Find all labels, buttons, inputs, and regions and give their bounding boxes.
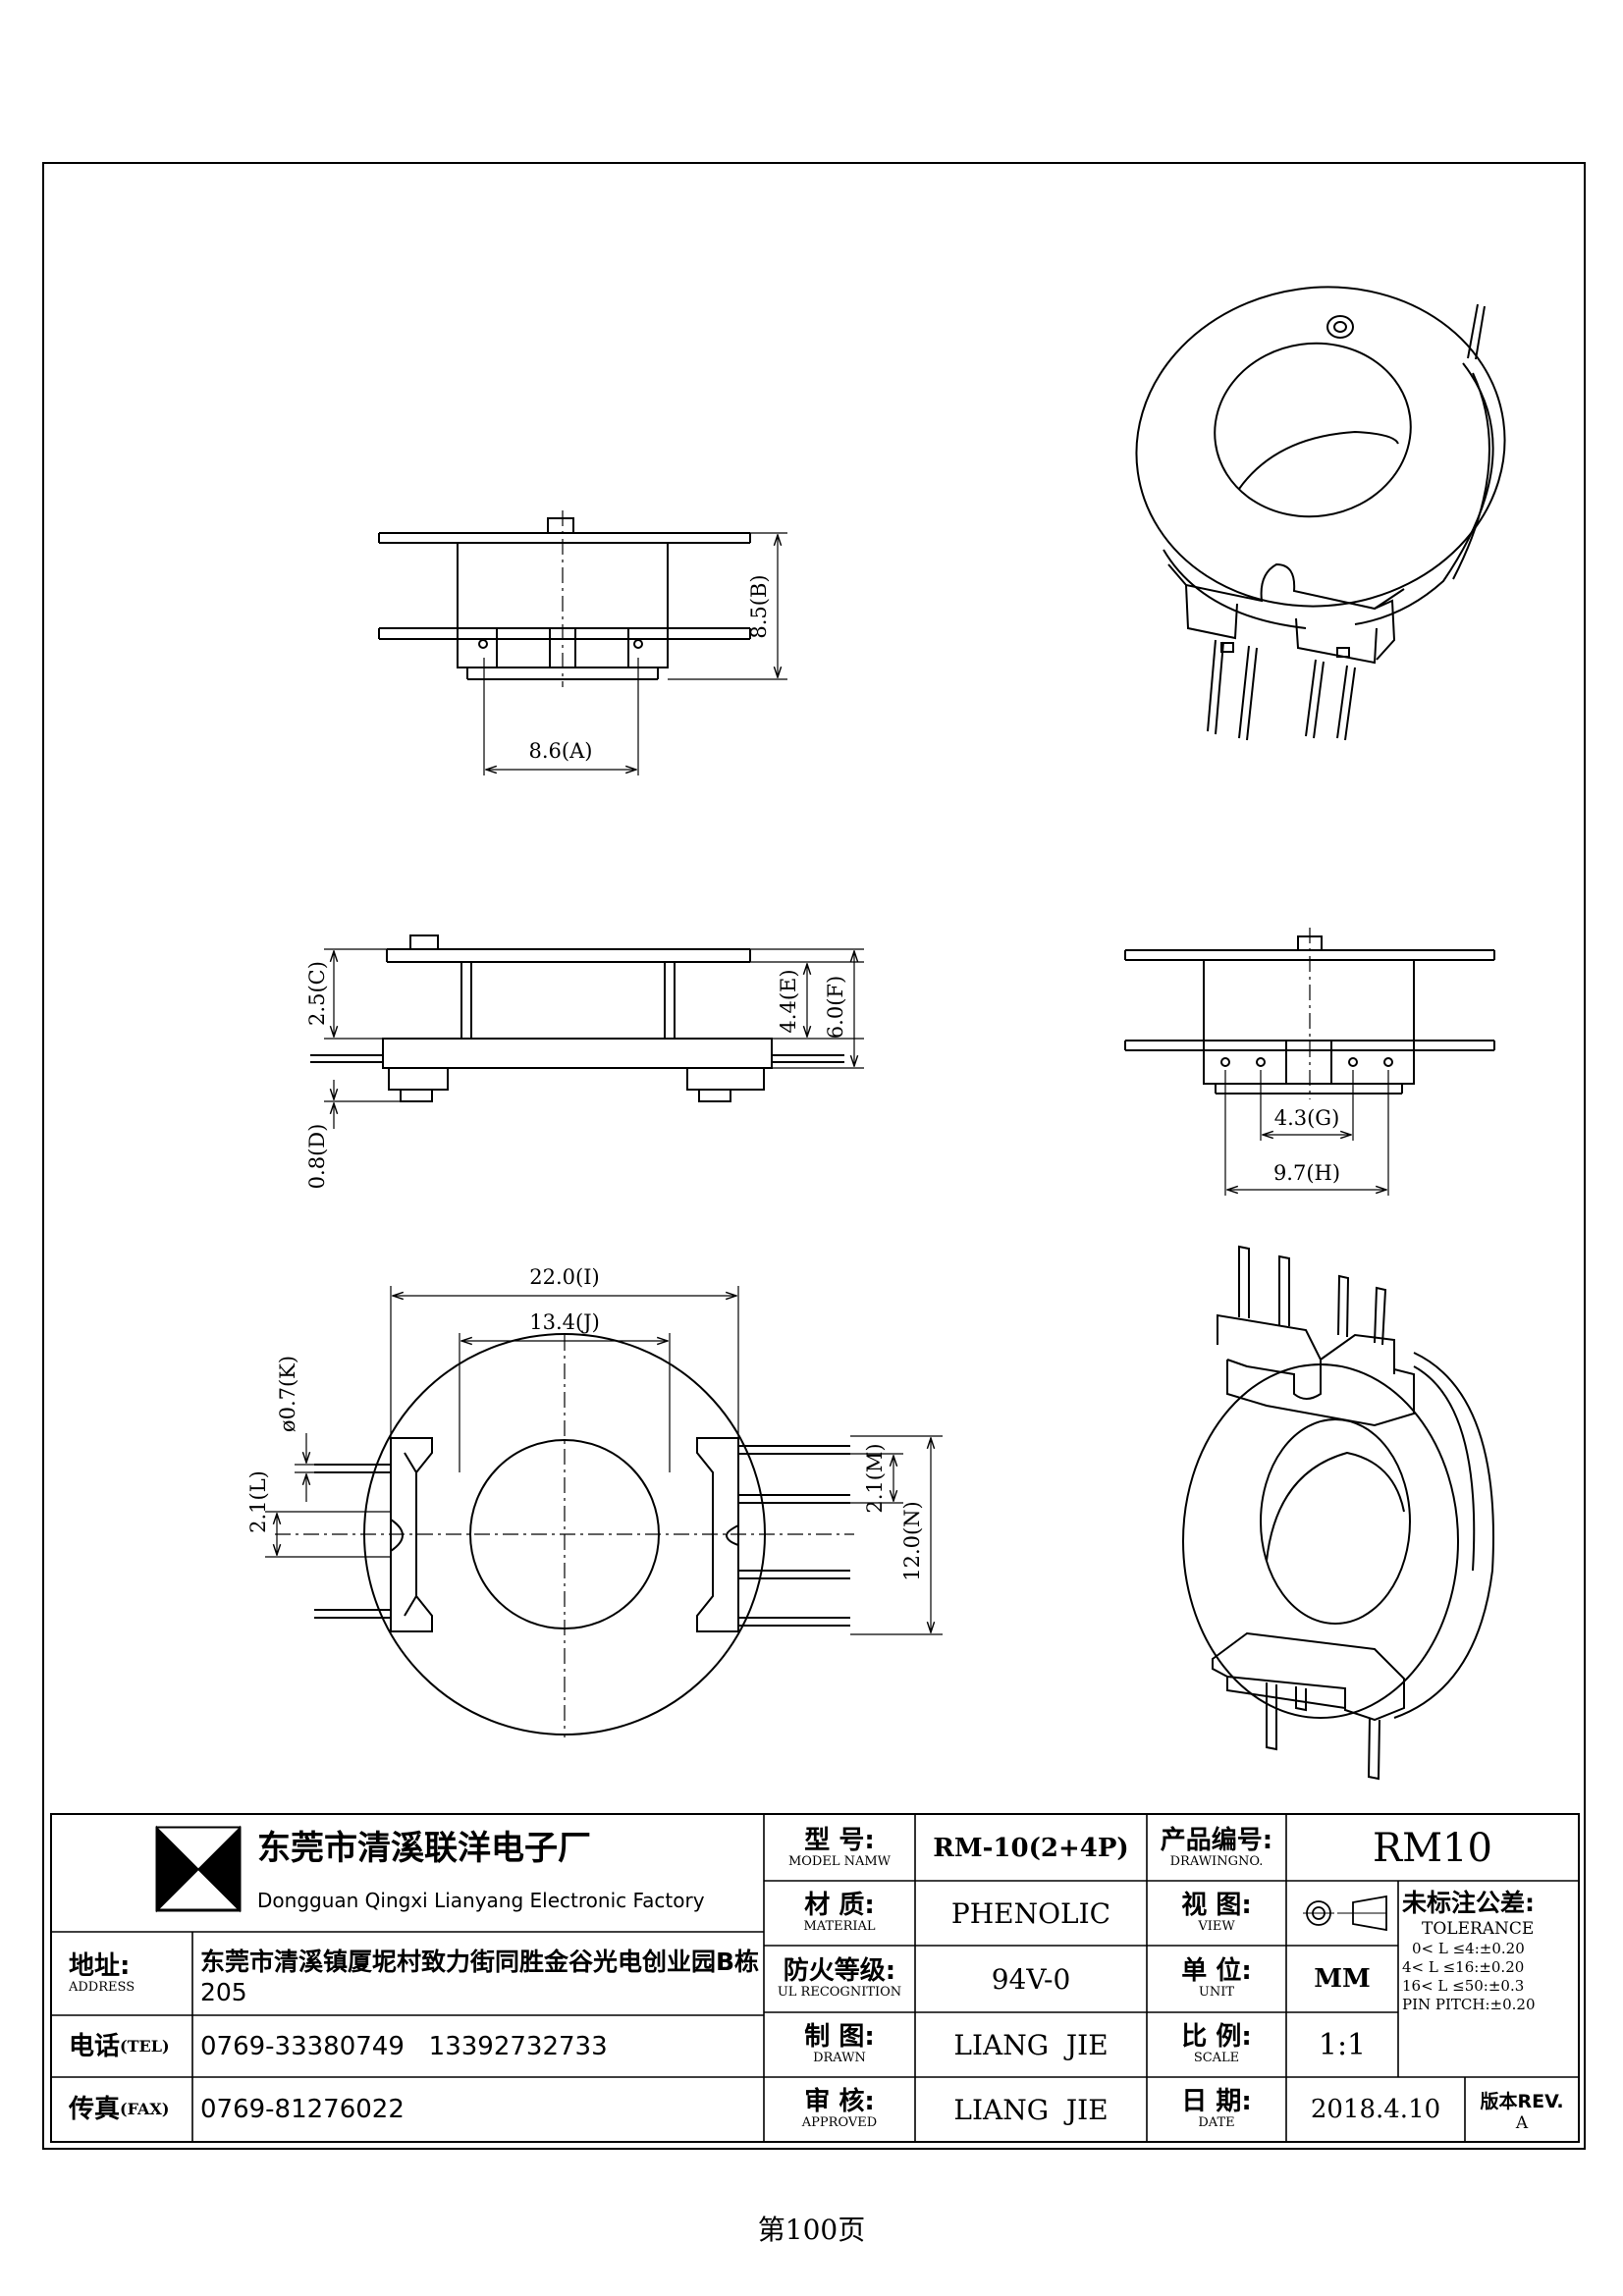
fax-label: 传真 (FAX) [69,2095,170,2124]
approved-value: LIANG JIE [953,2093,1109,2126]
revision: 版本REV. A [1480,2090,1564,2133]
scale-value: 1:1 [1318,2027,1367,2062]
dim-f-label: 6.0(F) [824,976,847,1039]
dim-c-label: 2.5(C) [305,961,329,1026]
model-label: 型 号: MODEL NAMW [787,1826,892,1869]
dim-i-label: 22.0(I) [529,1265,599,1289]
tolerance-block: 未标注公差: TOLERANCE 0< L ≤4:±0.20 4< L ≤16:… [1402,1889,1536,2013]
dim-l-label: 2.1(L) [246,1470,270,1533]
isometric-view-top [1135,286,1506,741]
dim-h-label: 9.7(H) [1273,1161,1340,1185]
dim-n-label: 12.0(N) [900,1501,924,1581]
address-value: 东莞市清溪镇厦坭村致力街同胜金谷光电创业园B栋 205 [200,1947,760,2006]
fax-value: 0769-81276022 [200,2095,405,2124]
company-name-cn: 东莞市清溪联洋电子厂 [257,1828,591,1868]
view-label: 视 图: VIEW [1181,1891,1252,1934]
drawn-label: 制 图: DRAWN [804,2022,875,2065]
ul-label: 防火等级: UL RECOGNITION [777,1956,902,2000]
company-logo-icon [155,1825,242,1913]
outer-border [42,162,1586,2150]
date-value: 2018.4.10 [1310,2095,1441,2124]
dim-m-label: 2.1(M) [863,1443,887,1513]
drawn-value: LIANG JIE [953,2028,1109,2061]
material-value: PHENOLIC [950,1896,1111,1930]
date-label: 日 期: DATE [1181,2087,1252,2130]
dim-a-label: 8.6(A) [529,739,593,763]
titleblock-border [50,1813,1580,2143]
dim-e-label: 4.4(E) [777,969,800,1033]
end-view [1124,928,1495,1196]
tel-value: 0769-33380749 13392732733 [200,2032,608,2061]
unit-label: 单 位: UNIT [1181,1956,1252,2000]
isometric-view-bottom [1182,1245,1494,1781]
ul-value: 94V-0 [991,1962,1071,1996]
projection-symbol-icon [1303,1895,1387,1932]
titleblock-grid [51,1814,1579,2142]
front-view [378,510,787,775]
dim-d-label: 0.8(D) [305,1124,329,1190]
company-name-en: Dongguan Qingxi Lianyang Electronic Fact… [257,1889,705,1912]
material-label: 材 质: MATERIAL [803,1891,876,1934]
dim-b-label: 8.5(B) [747,574,771,638]
page-number: 第100页 [757,2214,866,2246]
scale-label: 比 例: SCALE [1181,2022,1252,2065]
dim-g-label: 4.3(G) [1274,1106,1340,1130]
dim-j-label: 13.4(J) [529,1310,600,1334]
model-value: RM-10(2+4P) [933,1834,1129,1863]
top-view [265,1286,943,1737]
side-view [310,934,864,1129]
drawingno-label: 产品编号: DRAWINGNO. [1160,1826,1273,1869]
dim-k-label: ø0.7(K) [276,1356,299,1432]
drawingno-value: RM10 [1373,1826,1492,1871]
approved-label: 审 核: APPROVED [801,2087,878,2130]
unit-value: MM [1314,1964,1371,1994]
tel-label: 电话 (TEL) [69,2032,170,2061]
address-label: 地址: ADDRESS [69,1951,135,1995]
